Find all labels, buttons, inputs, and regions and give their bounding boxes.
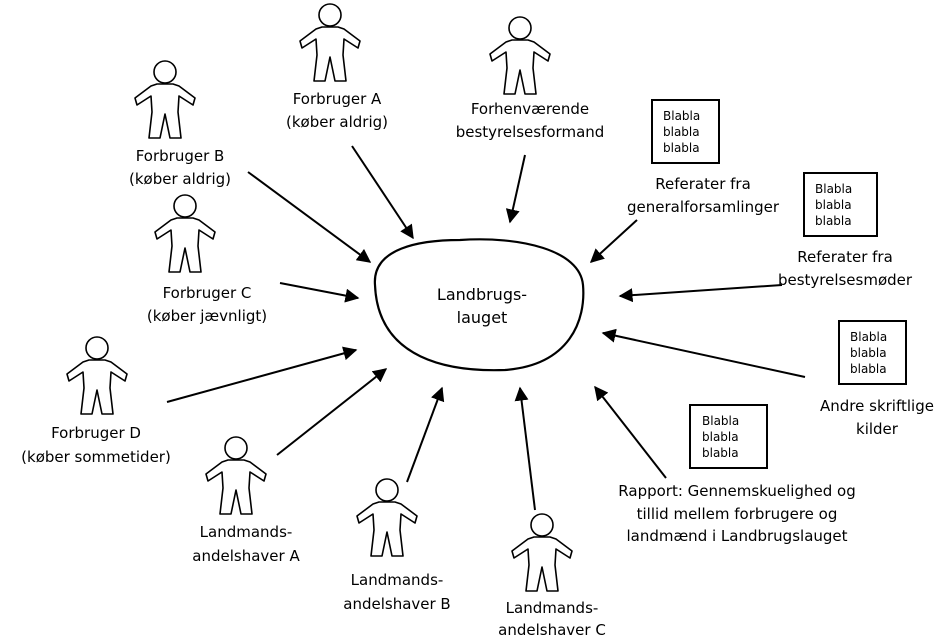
document-text-line1: Blabla (702, 414, 739, 428)
person-icon (356, 478, 418, 557)
document-text-line2: blabla (663, 125, 700, 139)
document-label-line2: tillid mellem forbrugere og (637, 505, 838, 523)
arrow-landmand-c (514, 386, 536, 511)
document-label-line2: bestyrelsesmøder (778, 271, 913, 289)
document-text-line1: Blabla (850, 330, 887, 344)
person-label-line2: andelshaver B (343, 595, 450, 613)
person-label-line2: bestyrelsesformand (456, 123, 605, 141)
document-icon (838, 320, 907, 385)
arrow-referater-bestyrelse (618, 284, 783, 303)
person-forbruger-a: Forbruger A (køber aldrig) (286, 3, 388, 131)
document-text-line2: blabla (815, 198, 852, 212)
document-label-line1: Referater fra (797, 248, 893, 266)
person-label-line1: Forbruger C (163, 284, 252, 302)
arrow-forbruger-d (166, 346, 358, 403)
document-label-line1: Referater fra (655, 175, 751, 193)
arrow-andre-kilder (601, 328, 806, 378)
person-label-line1: Forhenværende (471, 100, 589, 118)
person-landmand-a: Landmands- andelshaver A (192, 436, 300, 565)
arrow-referater-general (589, 219, 638, 263)
arrow-landmand-a (276, 368, 388, 456)
landbrugslauget-label-line1: Landbrugs- (437, 285, 527, 304)
document-text-line2: blabla (702, 430, 739, 444)
landbrugslauget-node: Landbrugs- lauget (373, 238, 585, 372)
document-text-line1: Blabla (663, 109, 700, 123)
person-icon (511, 513, 573, 592)
document-icon (689, 404, 768, 469)
landbrugslauget-label-line2: lauget (457, 308, 508, 327)
person-label-line2: andelshaver C (498, 621, 606, 637)
document-text-line3: blabla (663, 141, 700, 155)
arrows (166, 145, 806, 511)
person-label-line1: Landmands- (200, 523, 293, 541)
arrow-forbruger-b (247, 171, 372, 263)
person-icon (489, 16, 551, 95)
arrow-landmand-b (406, 386, 445, 483)
document-label-line3: landmænd i Landbrugslauget (626, 527, 847, 545)
document-text-line2: blabla (850, 346, 887, 360)
person-label-line1: Forbruger B (136, 147, 225, 165)
person-icon (299, 3, 361, 82)
person-forbruger-d: Forbruger D (køber sommetider) (21, 336, 171, 466)
person-icon (66, 336, 128, 415)
person-label-line2: (køber jævnligt) (147, 307, 267, 325)
person-label-line1: Landmands- (351, 571, 444, 589)
arrow-rapport (594, 385, 667, 479)
person-icon (154, 194, 216, 273)
person-label-line2: (køber aldrig) (286, 113, 388, 131)
person-label-line1: Forbruger A (293, 90, 382, 108)
document-icon (651, 99, 720, 164)
person-icon (205, 436, 267, 515)
document-text-line3: blabla (815, 214, 852, 228)
person-label-line2: (køber sommetider) (21, 448, 171, 466)
document-referater-generalforsamlinger: Blabla blabla blabla Referater fra gener… (627, 99, 780, 216)
arrow-forbruger-a (351, 145, 414, 240)
document-text-line1: Blabla (815, 182, 852, 196)
person-forbruger-b: Forbruger B (køber aldrig) (129, 60, 231, 188)
document-referater-bestyrelsesmoder: Blabla blabla blabla Referater fra besty… (778, 172, 913, 289)
person-icon (134, 60, 196, 139)
arrow-forhenvaerende (505, 154, 526, 224)
person-forhenvaerende: Forhenværende bestyrelsesformand (456, 16, 605, 141)
document-label-line1: Andre skriftlige (820, 397, 934, 415)
person-landmand-c: Landmands- andelshaver C (498, 513, 606, 637)
document-label-line2: generalforsamlinger (627, 198, 780, 216)
document-text-line3: blabla (702, 446, 739, 460)
document-label-line2: kilder (856, 420, 899, 438)
document-rapport: Blabla blabla blabla Rapport: Gennemskue… (618, 404, 856, 545)
person-label-line1: Forbruger D (51, 424, 141, 442)
document-icon (803, 172, 878, 237)
person-label-line2: (køber aldrig) (129, 170, 231, 188)
person-label-line1: Landmands- (506, 599, 599, 617)
person-forbruger-c: Forbruger C (køber jævnligt) (147, 194, 267, 325)
document-label-line1: Rapport: Gennemskuelighed og (618, 482, 855, 500)
arrow-forbruger-c (279, 282, 360, 303)
document-andre-skriftlige-kilder: Blabla blabla blabla Andre skriftlige ki… (820, 320, 934, 438)
person-label-line2: andelshaver A (192, 547, 300, 565)
document-text-line3: blabla (850, 362, 887, 376)
person-landmand-b: Landmands- andelshaver B (343, 478, 451, 613)
landbrugslauget-shape (373, 238, 585, 372)
